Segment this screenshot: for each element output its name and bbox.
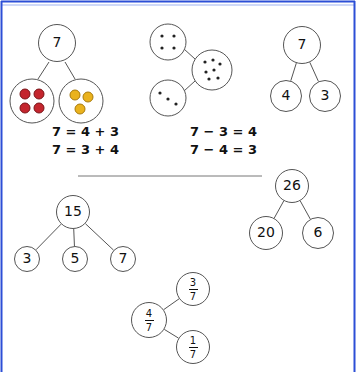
yellow-counter	[83, 92, 93, 102]
number-text: 7	[53, 35, 62, 50]
branch-connector	[73, 229, 75, 246]
number-circle: 5	[62, 246, 88, 272]
number-text: 7	[298, 37, 307, 52]
branch-line	[184, 81, 195, 91]
number-circle: 3	[309, 80, 341, 112]
number-text: 4	[282, 88, 291, 103]
number-circle: 7	[110, 246, 136, 272]
branch-line	[38, 62, 49, 79]
number-text: 7	[190, 349, 196, 360]
red-counter	[34, 89, 44, 99]
branch-connector	[300, 201, 310, 219]
number-circle: 7	[38, 24, 76, 62]
dots	[203, 58, 221, 80]
number-text: 26	[283, 178, 301, 193]
dots	[158, 91, 177, 105]
frame-line	[1, 1, 3, 372]
number-text: 7	[146, 322, 152, 333]
number-circle: 6	[302, 217, 334, 249]
branch-connector	[36, 224, 61, 250]
red-counter	[20, 89, 30, 99]
equation-text: 7 − 4 = 3	[190, 142, 257, 157]
number-circle: 26	[275, 169, 309, 203]
number-circle: 7	[283, 26, 321, 64]
number-text: 4	[146, 308, 152, 319]
dot-circle	[150, 80, 186, 116]
number-text: 3	[321, 88, 330, 103]
branch-connector	[310, 62, 319, 81]
divider-line	[78, 176, 262, 177]
number-circle: 3	[14, 246, 40, 272]
counter-circle	[10, 79, 54, 123]
fraction-bar	[189, 289, 198, 290]
frame-line	[1, 5, 355, 6]
dots	[160, 34, 175, 49]
number-circle: 4	[270, 80, 302, 112]
number-text: 5	[71, 251, 80, 266]
branch-line	[184, 49, 195, 59]
number-text: 7	[190, 291, 196, 302]
branch-connector	[85, 224, 113, 250]
fraction-bar	[145, 320, 154, 321]
equation-text: 7 = 4 + 3	[52, 124, 119, 139]
dot-circle	[150, 24, 186, 60]
number-text: 15	[64, 204, 82, 219]
branch-connector	[291, 63, 297, 81]
frame-line	[354, 1, 356, 372]
equation-text: 7 − 3 = 4	[190, 124, 257, 139]
red-counter	[20, 103, 30, 113]
yellow-counter	[75, 104, 85, 114]
branch-connector	[164, 329, 178, 338]
number-circle: 15	[56, 195, 90, 229]
equation-text: 7 = 3 + 4	[52, 142, 119, 157]
number-text: 7	[119, 251, 128, 266]
fraction-circle: 47	[131, 302, 167, 338]
red-counter	[34, 103, 44, 113]
number-text: 1	[190, 335, 196, 346]
number-text: 3	[190, 277, 196, 288]
yellow-counter	[70, 90, 80, 100]
branch-connector	[164, 299, 179, 310]
fraction-bar	[189, 347, 198, 348]
number-text: 6	[314, 225, 323, 240]
frame-line	[1, 1, 355, 3]
number-text: 20	[257, 225, 275, 240]
number-text: 3	[23, 251, 32, 266]
branch-connector	[274, 201, 284, 218]
dot-circle	[192, 50, 232, 90]
fraction-circle: 37	[176, 272, 210, 306]
counter-circle	[59, 79, 103, 123]
fraction-circle: 17	[176, 330, 210, 364]
branch-line	[65, 62, 75, 79]
number-circle: 20	[249, 216, 283, 250]
